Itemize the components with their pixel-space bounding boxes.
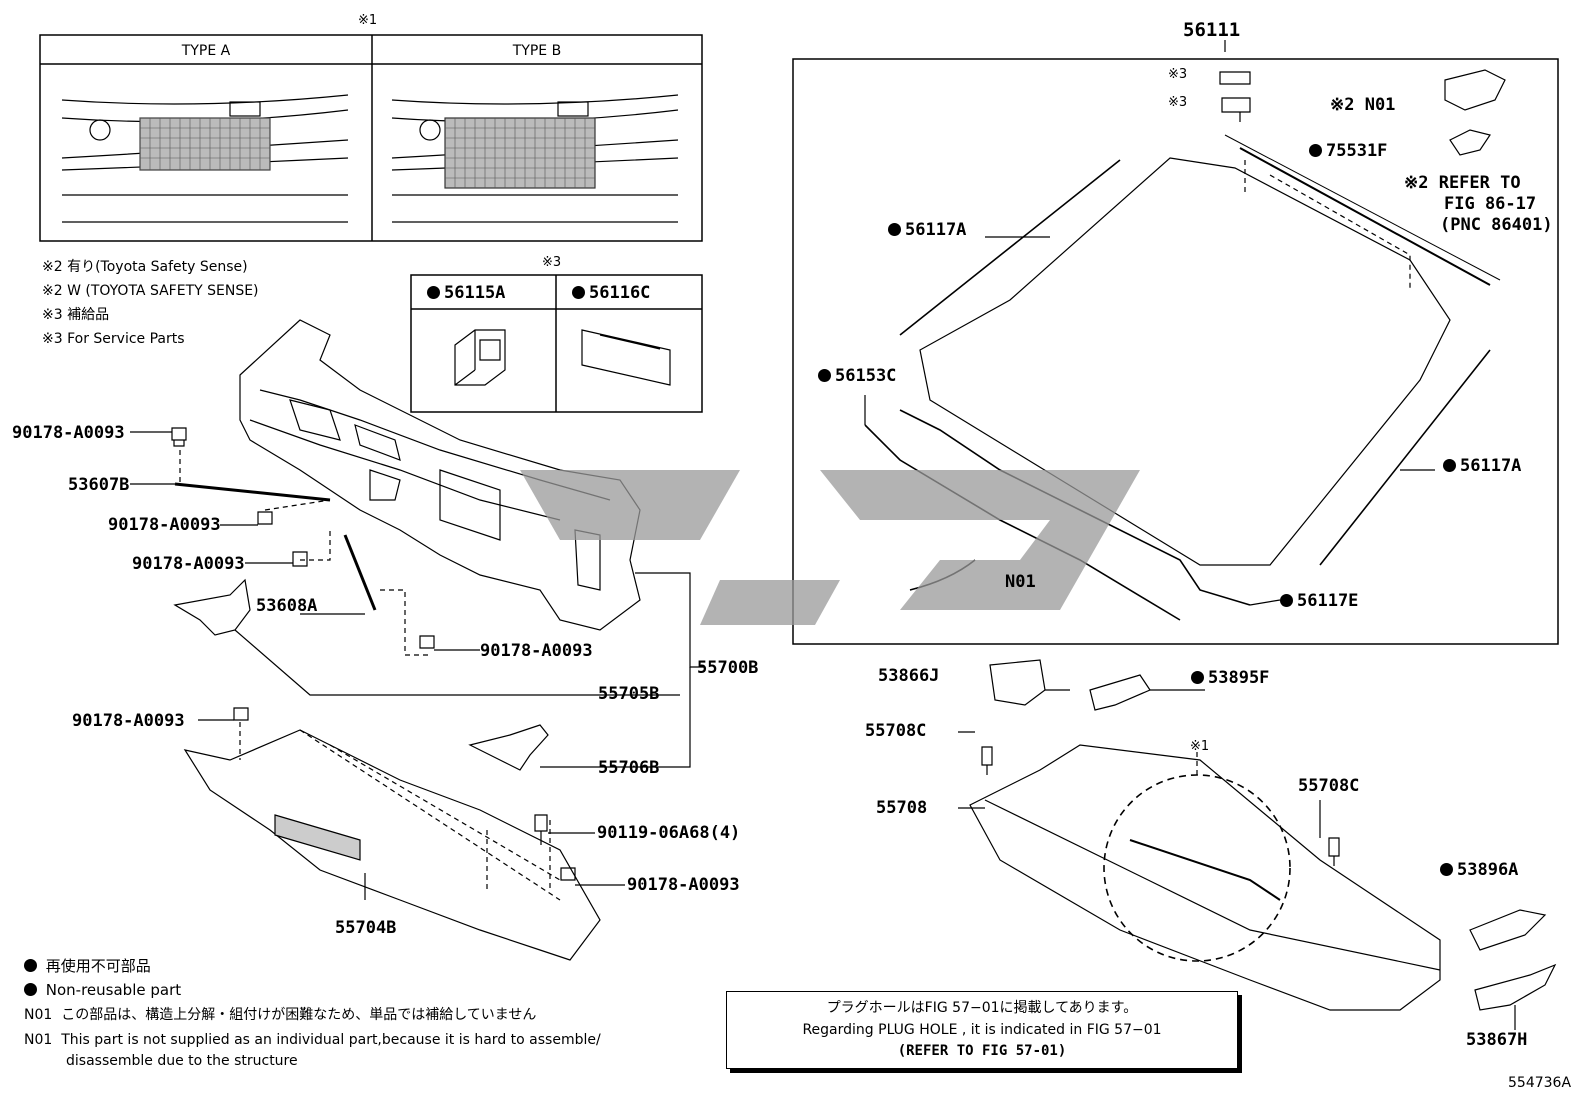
part-N01-label[interactable]: N01 [1005,572,1036,592]
legend-n01-en-2: disassemble due to the structure [66,1053,298,1069]
part-53607B-label[interactable]: 53607B [68,475,130,495]
part-56117A-label-1[interactable]: 56117A [888,222,966,239]
type-a-header: TYPE A [181,43,231,59]
part-56153C-label[interactable]: 56153C [818,368,896,385]
part-90178-label-1[interactable]: 90178-A0093 [12,423,125,443]
refer-line-2: FIG 86-17 [1444,194,1537,214]
part-56115A-label[interactable]: 56115A [427,285,505,302]
part-53895F-label[interactable]: 53895F [1191,670,1269,687]
inset-mark-ref: ※1 [1190,739,1210,754]
service-mark-1: ※3 [1168,67,1188,82]
part-56117A-label-2[interactable]: 56117A [1443,458,1521,475]
plug-hole-refer-link[interactable]: (REFER TO FIG 57-01) [897,1043,1067,1060]
part-90178-label-2[interactable]: 90178-A0093 [108,515,221,535]
plug-hole-en: Regarding PLUG HOLE , it is indicated in… [802,1021,1162,1038]
legend-nonreusable-jp: 再使用不可部品 [24,959,151,974]
legend-nonreusable-en: Non-reusable part [24,983,181,998]
type-b-header: TYPE B [512,43,562,59]
part-55708C-label-2[interactable]: 55708C [1298,776,1360,796]
part-56116C-label[interactable]: 56116C [572,285,650,302]
inset-mark: ※1 [358,13,378,28]
part-90119-label[interactable]: 90119-06A68(4) [597,823,741,843]
part-55706B-label[interactable]: 55706B [598,758,660,778]
plug-hole-jp: プラグホールはFIG 57−01に掲載してあります。 [826,1000,1138,1016]
refer-line-3: (PNC 86401) [1440,215,1553,235]
part-90178-label-6[interactable]: 90178-A0093 [627,875,740,895]
plug-hole-reference-box: プラグホールはFIG 57−01に掲載してあります。 Regarding PLU… [726,991,1238,1069]
part-55704B-label[interactable]: 55704B [335,918,397,938]
part-90178-label-5[interactable]: 90178-A0093 [72,711,185,731]
part-53866J-label[interactable]: 53866J [878,666,940,686]
part-90178-label-4[interactable]: 90178-A0093 [480,641,593,661]
part-55705B-label[interactable]: 55705B [598,684,660,704]
part-90178-label-3[interactable]: 90178-A0093 [132,554,245,574]
part-75531F-label[interactable]: 75531F [1309,143,1387,160]
note-tss-en: ※2 W (TOYOTA SAFETY SENSE) [42,283,259,299]
part-53608A-label[interactable]: 53608A [256,596,318,616]
part-55708C-label-1[interactable]: 55708C [865,721,927,741]
legend-n01-en: N01 This part is not supplied as an indi… [24,1032,601,1048]
part-56111-label[interactable]: 56111 [1183,19,1241,41]
service-mark-2: ※3 [1168,95,1188,110]
refer-line-1: ※2 REFER TO [1404,173,1521,193]
service-table-mark: ※3 [542,255,562,270]
figure-id: 554736A [1508,1075,1572,1091]
part-56117E-label[interactable]: 56117E [1280,593,1358,610]
part-53896A-label[interactable]: 53896A [1440,862,1518,879]
note-tss-jp: ※2 有り(Toyota Safety Sense) [42,259,248,275]
part-55708-label[interactable]: 55708 [876,798,928,818]
legend-n01-jp: N01 この部品は、構造上分解・組付けが困難なため、単品では補給していません [24,1007,537,1023]
note-service-jp: ※3 補給品 [42,307,110,323]
part-55700B-label[interactable]: 55700B [697,658,759,678]
note-service-en: ※3 For Service Parts [42,331,185,347]
part-53867H-label[interactable]: 53867H [1466,1030,1528,1050]
part-N01-top-label[interactable]: ※2 N01 [1330,95,1396,115]
